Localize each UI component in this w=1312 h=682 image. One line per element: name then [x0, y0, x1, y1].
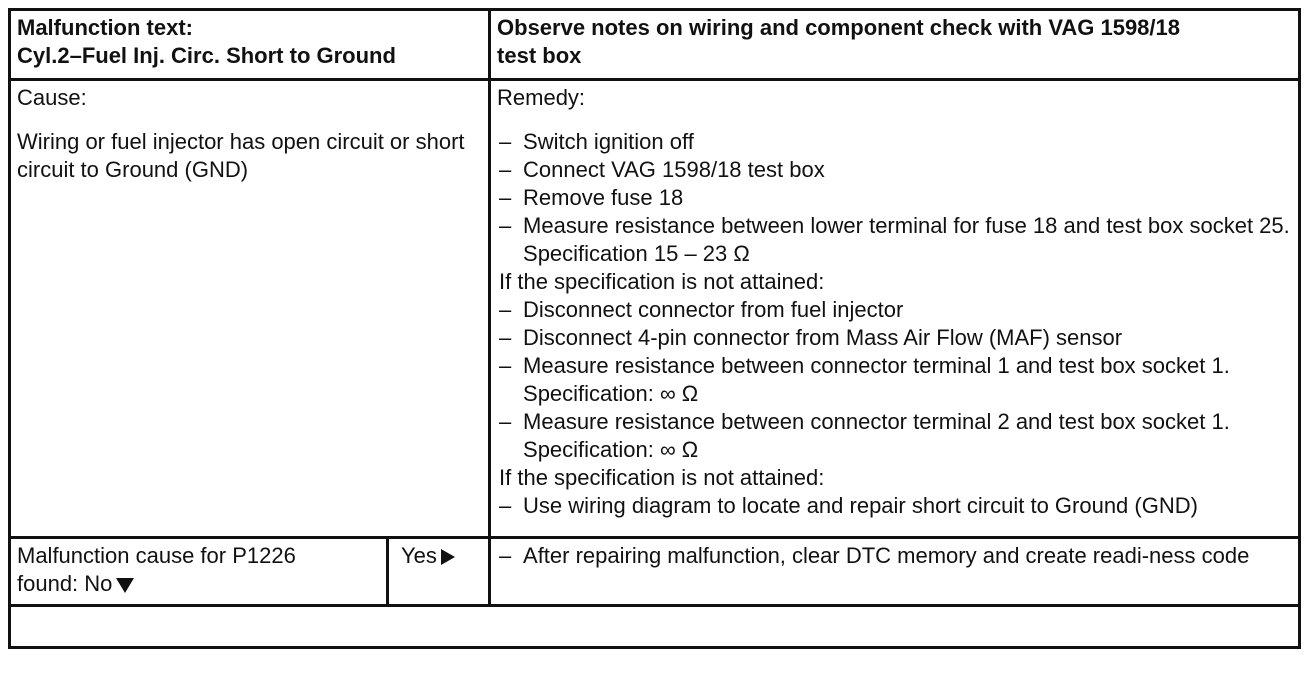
cause-found-line2: found: No: [17, 570, 380, 598]
remedy-cell: Remedy: –Switch ignition off –Connect VA…: [488, 78, 1302, 539]
step-text: Measure resistance between connector ter…: [523, 409, 1230, 462]
list-item: –Switch ignition off: [497, 128, 1292, 156]
document-page: Malfunction text: Cyl.2–Fuel Inj. Circ. …: [7, 8, 1302, 670]
empty-footer-cell: [7, 604, 1302, 649]
dash-bullet: –: [499, 409, 512, 434]
step-text: Switch ignition off: [523, 129, 694, 154]
found-no-label: found: No: [17, 571, 113, 596]
troubleshooting-table: Malfunction text: Cyl.2–Fuel Inj. Circ. …: [7, 8, 1302, 649]
observe-notes-cell: Observe notes on wiring and component ch…: [488, 8, 1302, 81]
dash-bullet: –: [499, 353, 512, 378]
step-text: Use wiring diagram to locate and repair …: [523, 493, 1198, 518]
observe-notes-line2: test box: [497, 43, 582, 68]
cause-cell: Cause: Wiring or fuel injector has open …: [7, 78, 492, 539]
cause-remedy-row: Cause: Wiring or fuel injector has open …: [7, 78, 1302, 539]
after-repair-cell: –After repairing malfunction, clear DTC …: [488, 536, 1302, 607]
remedy-steps-a: –Switch ignition off –Connect VAG 1598/1…: [497, 128, 1292, 268]
cause-found-cell: Malfunction cause for P1226 found: No: [8, 536, 389, 607]
dash-bullet: –: [499, 543, 512, 568]
remedy-steps-c: –Use wiring diagram to locate and repair…: [497, 492, 1292, 520]
empty-footer-row: [7, 604, 1302, 649]
cause-label: Cause:: [17, 85, 87, 110]
triangle-down-icon: [116, 577, 135, 593]
step-text: Disconnect connector from fuel injector: [523, 297, 904, 322]
list-item: –Measure resistance between lower termin…: [497, 212, 1292, 268]
list-item: –Disconnect connector from fuel injector: [497, 296, 1292, 324]
dash-bullet: –: [499, 213, 512, 238]
cause-text: Wiring or fuel injector has open circuit…: [17, 129, 465, 182]
step-text: Disconnect 4-pin connector from Mass Air…: [523, 325, 1123, 350]
dash-bullet: –: [499, 185, 512, 210]
malfunction-text-cell: Malfunction text: Cyl.2–Fuel Inj. Circ. …: [7, 8, 492, 81]
after-repair-steps: –After repairing malfunction, clear DTC …: [497, 542, 1292, 570]
malfunction-text-label: Malfunction text:: [17, 15, 193, 40]
list-item: –Disconnect 4-pin connector from Mass Ai…: [497, 324, 1292, 352]
yes-cell: Yes: [385, 536, 492, 607]
yes-label: Yes: [401, 543, 437, 568]
dash-bullet: –: [499, 297, 512, 322]
dash-bullet: –: [499, 157, 512, 182]
step-text: Measure resistance between lower termina…: [523, 213, 1290, 266]
header-row: Malfunction text: Cyl.2–Fuel Inj. Circ. …: [7, 8, 1302, 81]
dash-bullet: –: [499, 493, 512, 518]
list-item: –Remove fuse 18: [497, 184, 1292, 212]
list-item: –Connect VAG 1598/18 test box: [497, 156, 1292, 184]
step-text: After repairing malfunction, clear DTC m…: [523, 543, 1250, 568]
dash-bullet: –: [499, 129, 512, 154]
remedy-steps-b: –Disconnect connector from fuel injector…: [497, 296, 1292, 464]
remedy-label: Remedy:: [497, 85, 586, 110]
step-text: Connect VAG 1598/18 test box: [523, 157, 825, 182]
triangle-right-icon: [440, 549, 455, 566]
step-text: Measure resistance between connector ter…: [523, 353, 1230, 406]
cause-found-row: Malfunction cause for P1226 found: No Ye…: [8, 536, 1302, 607]
observe-notes-line1: Observe notes on wiring and component ch…: [497, 15, 1181, 40]
list-item: –Measure resistance between connector te…: [497, 352, 1292, 408]
list-item: –Measure resistance between connector te…: [497, 408, 1292, 464]
malfunction-text-value: Cyl.2–Fuel Inj. Circ. Short to Ground: [17, 43, 396, 68]
dash-bullet: –: [499, 325, 512, 350]
list-item: –Use wiring diagram to locate and repair…: [497, 492, 1292, 520]
list-item: –After repairing malfunction, clear DTC …: [497, 542, 1292, 570]
cause-found-line1: Malfunction cause for P1226: [17, 543, 296, 568]
step-text: Remove fuse 18: [523, 185, 684, 210]
spec-not-attained-note: If the specification is not attained:: [499, 269, 825, 294]
spec-not-attained-note: If the specification is not attained:: [499, 465, 825, 490]
